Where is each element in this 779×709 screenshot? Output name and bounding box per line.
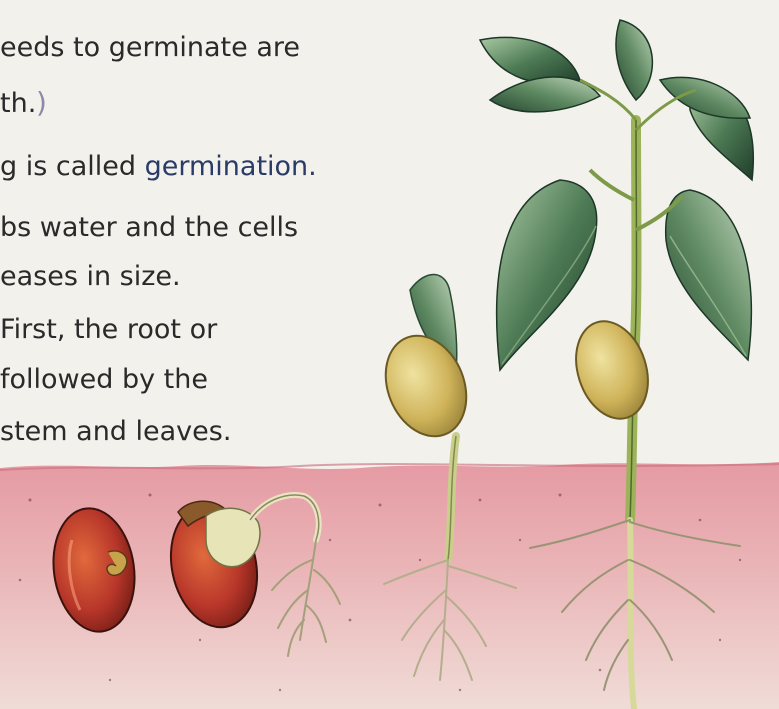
leaf-icon (480, 20, 753, 370)
